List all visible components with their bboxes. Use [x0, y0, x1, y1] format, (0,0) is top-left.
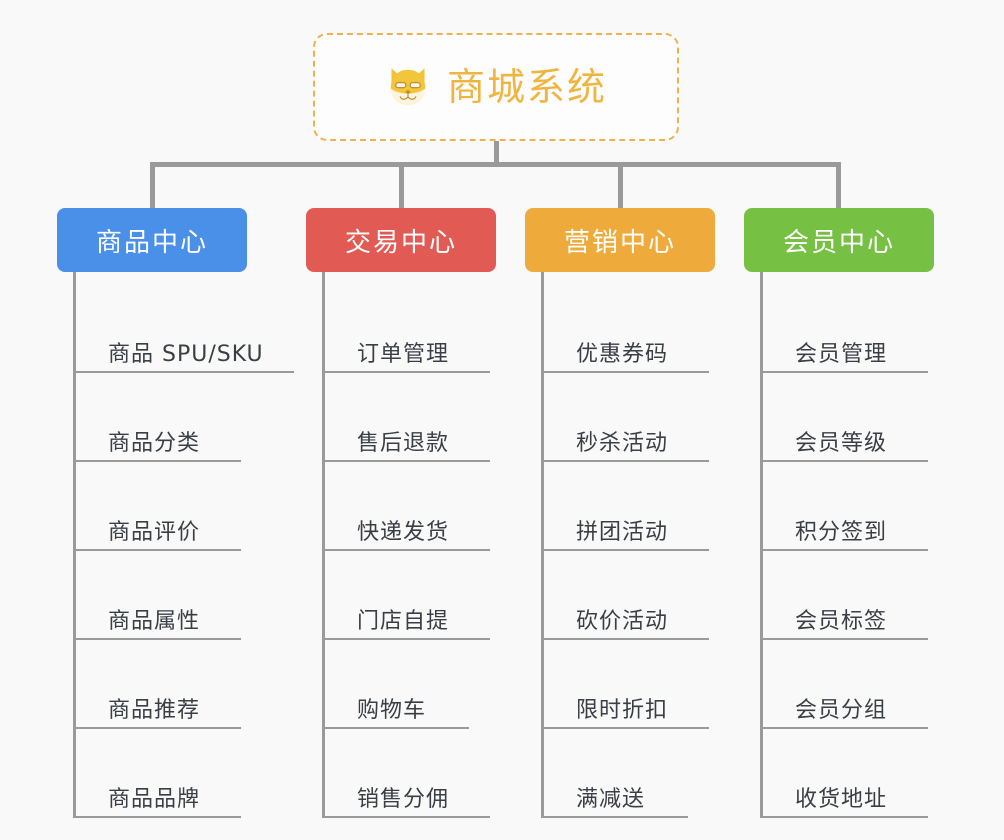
list-item[interactable]: 商品 SPU/SKU: [76, 298, 294, 373]
item-list-product-center: 商品 SPU/SKU 商品分类 商品评价 商品属性 商品推荐 商品品牌: [73, 272, 294, 818]
column-trade-center: 交易中心 订单管理 售后退款 快递发货 门店自提 购物车 销售分佣: [306, 208, 496, 818]
column-member-center: 会员中心 会员管理 会员等级 积分签到 会员标签 会员分组 收货地址: [744, 208, 934, 818]
list-item[interactable]: 商品评价: [76, 462, 241, 551]
category-header-trade-center[interactable]: 交易中心: [306, 208, 496, 272]
column-product-center: 商品中心 商品 SPU/SKU 商品分类 商品评价 商品属性 商品推荐 商品品牌: [57, 208, 294, 818]
root-title: 商城系统: [446, 65, 607, 109]
category-label: 营销中心: [563, 227, 676, 258]
connector-drop-2: [399, 162, 404, 208]
list-item[interactable]: 销售分佣: [325, 729, 490, 818]
item-label: 收货地址: [795, 786, 888, 812]
item-label: 拼团活动: [576, 519, 669, 545]
category-header-member-center[interactable]: 会员中心: [744, 208, 934, 272]
category-header-product-center[interactable]: 商品中心: [57, 208, 247, 272]
list-item[interactable]: 会员等级: [763, 373, 928, 462]
item-label: 会员标签: [795, 608, 888, 634]
item-label: 秒杀活动: [576, 430, 669, 456]
item-label: 限时折扣: [576, 697, 669, 723]
category-label: 交易中心: [344, 227, 457, 258]
item-label: 商品推荐: [108, 697, 201, 723]
item-label: 砍价活动: [576, 608, 669, 634]
item-label: 商品评价: [108, 519, 201, 545]
item-label: 商品 SPU/SKU: [108, 341, 264, 367]
item-label: 商品属性: [108, 608, 201, 634]
item-label: 售后退款: [357, 430, 450, 456]
list-item[interactable]: 限时折扣: [544, 640, 709, 729]
list-item[interactable]: 商品品牌: [76, 729, 241, 818]
list-item[interactable]: 收货地址: [763, 729, 928, 818]
item-label: 优惠券码: [576, 341, 669, 367]
item-label: 积分签到: [795, 519, 888, 545]
list-item[interactable]: 会员管理: [763, 298, 928, 373]
connector-drop-4: [836, 162, 841, 208]
list-item[interactable]: 售后退款: [325, 373, 490, 462]
list-item[interactable]: 积分签到: [763, 462, 928, 551]
root-node[interactable]: 商城系统: [313, 33, 679, 141]
list-item[interactable]: 商品属性: [76, 551, 241, 640]
item-label: 商品分类: [108, 430, 201, 456]
list-item[interactable]: 商品推荐: [76, 640, 241, 729]
connector-root-stem: [494, 141, 499, 165]
item-label: 快递发货: [357, 519, 450, 545]
shiba-dog-icon: [390, 68, 426, 105]
list-item[interactable]: 门店自提: [325, 551, 490, 640]
item-label: 门店自提: [357, 608, 450, 634]
list-item[interactable]: 订单管理: [325, 298, 490, 373]
list-item[interactable]: 拼团活动: [544, 462, 709, 551]
list-item[interactable]: 秒杀活动: [544, 373, 709, 462]
list-item[interactable]: 满减送: [544, 729, 688, 818]
connector-drop-1: [150, 162, 155, 208]
item-label: 满减送: [576, 786, 646, 812]
item-list-trade-center: 订单管理 售后退款 快递发货 门店自提 购物车 销售分佣: [322, 272, 496, 818]
category-header-marketing-center[interactable]: 营销中心: [525, 208, 715, 272]
item-label: 商品品牌: [108, 786, 201, 812]
list-item[interactable]: 会员标签: [763, 551, 928, 640]
list-item[interactable]: 快递发货: [325, 462, 490, 551]
item-label: 会员管理: [795, 341, 888, 367]
list-item[interactable]: 购物车: [325, 640, 469, 729]
category-label: 会员中心: [782, 227, 895, 258]
item-label: 购物车: [357, 697, 427, 723]
item-list-marketing-center: 优惠券码 秒杀活动 拼团活动 砍价活动 限时折扣 满减送: [541, 272, 715, 818]
list-item[interactable]: 砍价活动: [544, 551, 709, 640]
list-item[interactable]: 优惠券码: [544, 298, 709, 373]
item-list-member-center: 会员管理 会员等级 积分签到 会员标签 会员分组 收货地址: [760, 272, 934, 818]
connector-horizontal-bar: [150, 162, 841, 167]
column-marketing-center: 营销中心 优惠券码 秒杀活动 拼团活动 砍价活动 限时折扣 满减送: [525, 208, 715, 818]
connector-drop-3: [618, 162, 623, 208]
list-item[interactable]: 商品分类: [76, 373, 241, 462]
item-label: 会员等级: [795, 430, 888, 456]
item-label: 销售分佣: [357, 786, 450, 812]
item-label: 会员分组: [795, 697, 888, 723]
category-label: 商品中心: [95, 227, 208, 258]
list-item[interactable]: 会员分组: [763, 640, 928, 729]
item-label: 订单管理: [357, 341, 450, 367]
